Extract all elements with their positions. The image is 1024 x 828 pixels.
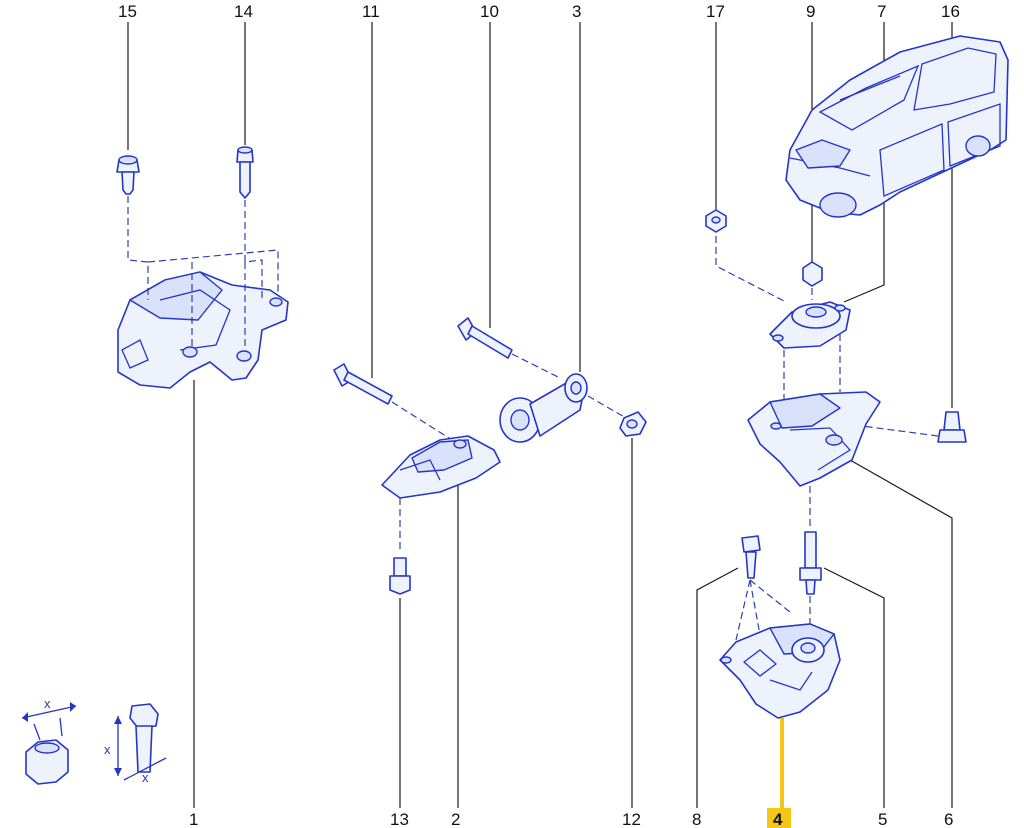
dim-label-1: x	[44, 696, 51, 711]
nut-12	[619, 411, 647, 437]
assembly-lines-group-1	[127, 196, 279, 350]
nut-17	[705, 209, 787, 303]
bolt-14	[236, 146, 254, 199]
callout-7[interactable]: 7	[877, 2, 886, 21]
bracket-2	[381, 435, 501, 550]
callout-14[interactable]: 14	[234, 2, 253, 21]
leader-lines	[127, 22, 953, 808]
callout-16[interactable]: 16	[941, 2, 960, 21]
bolt-13	[389, 557, 411, 595]
callout-4[interactable]: 4	[773, 810, 783, 828]
bolt-15	[116, 155, 140, 195]
torque-legend: x x x	[21, 696, 167, 785]
callout-17[interactable]: 17	[706, 2, 725, 21]
bolt-11	[333, 363, 491, 465]
callout-12[interactable]: 12	[622, 810, 641, 828]
dim-label-3: x	[142, 770, 149, 785]
bolt-10	[457, 317, 561, 379]
callout-2[interactable]: 2	[451, 810, 460, 828]
upper-mount-7	[769, 301, 851, 420]
callout-15[interactable]: 15	[118, 2, 137, 21]
callout-5[interactable]: 5	[878, 810, 887, 828]
top-callouts: 15 14 11 10 3 17 9 7 16	[118, 2, 960, 21]
dim-label-2: x	[104, 742, 111, 757]
callout-6[interactable]: 6	[944, 810, 953, 828]
highlight-box	[767, 808, 791, 828]
nut-9	[802, 261, 823, 300]
callout-9[interactable]: 9	[806, 2, 815, 21]
main-mount-4	[719, 623, 841, 719]
stud-5	[799, 531, 822, 640]
bottom-callouts: 1 13 2 12 8 4 5 6	[189, 808, 953, 828]
callout-10[interactable]: 10	[480, 2, 499, 21]
torque-rod-3	[499, 373, 627, 443]
callout-11[interactable]: 11	[362, 2, 380, 21]
nut-size-legend: x	[21, 696, 77, 785]
callout-13[interactable]: 13	[390, 810, 409, 828]
mount-bracket-1	[117, 271, 289, 389]
callout-8[interactable]: 8	[692, 810, 701, 828]
callout-3[interactable]: 3	[572, 2, 581, 21]
vehicle-illustration	[785, 35, 1009, 218]
bolt-size-legend: x x	[104, 703, 167, 785]
callout-1[interactable]: 1	[189, 810, 198, 828]
support-bracket-6	[747, 391, 881, 528]
bolt-16	[861, 411, 967, 443]
